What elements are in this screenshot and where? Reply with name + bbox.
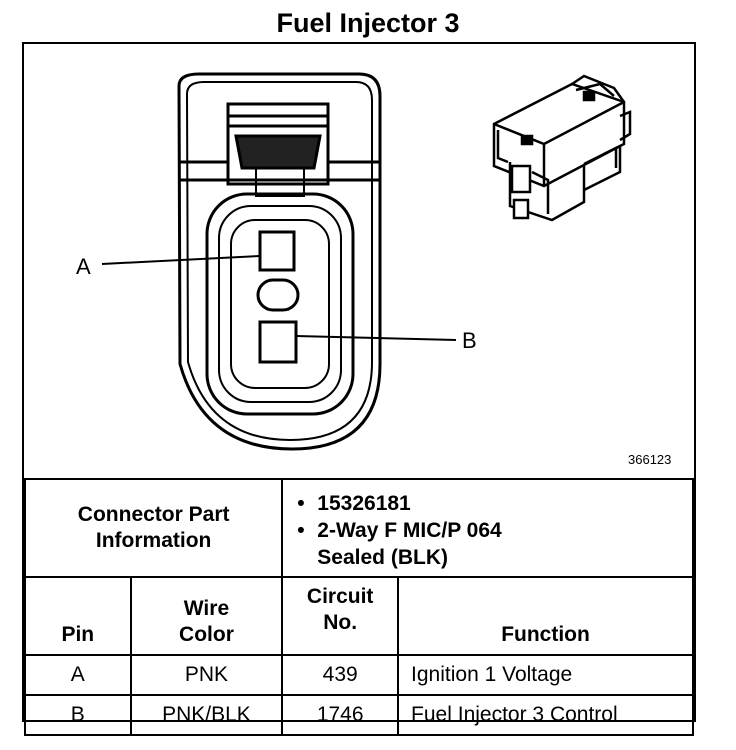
cell-pin: A [24,654,132,696]
connector-drawing: A B 366123 [24,44,694,478]
header-wire-color: Wire Color [129,576,284,656]
seal-outer [205,192,355,416]
cell-circuit: 1746 [281,694,400,736]
header-function: Function [397,576,694,656]
table-row: A PNK 439 Ignition 1 Voltage [24,654,694,696]
header-pin: Pin [24,576,132,656]
connector-description: 2-Way F MIC/P 064 Sealed (BLK) [297,517,692,571]
table-header-row: Pin Wire Color Circuit No. Function [24,576,694,656]
cell-pin: B [24,694,132,736]
cell-circuit: 439 [281,654,400,696]
connector-info-values: 15326181 2-Way F MIC/P 064 Sealed (BLK) [281,478,694,578]
cavity-a [258,230,296,272]
cell-wire-color: PNK [129,654,284,696]
header-circuit: Circuit No. [281,576,400,656]
table-row: B PNK/BLK 1746 Fuel Injector 3 Control [24,694,694,736]
figure-id: 366123 [628,452,671,467]
latch [226,102,330,186]
pin-label-b: B [462,328,477,353]
cell-function: Fuel Injector 3 Control [397,694,694,736]
cavity-middle [256,278,300,312]
page-title: Fuel Injector 3 [276,8,460,38]
cell-wire-color: PNK/BLK [129,694,284,736]
connector-info-row: Connector Part Information 15326181 2-Wa… [23,478,694,578]
part-number: 15326181 [297,490,692,517]
connector-iso-view [492,74,632,222]
connector-housing-outline [177,72,382,451]
pin-label-a: A [76,254,91,279]
connector-info-label: Connector Part Information [23,478,284,578]
leader-line-b [295,335,457,341]
cavity-b [258,320,298,364]
leader-line-a [101,255,261,265]
connector-face-view [101,72,457,451]
cell-function: Ignition 1 Voltage [397,654,694,696]
connector-table: Connector Part Information 15326181 2-Wa… [23,478,694,736]
